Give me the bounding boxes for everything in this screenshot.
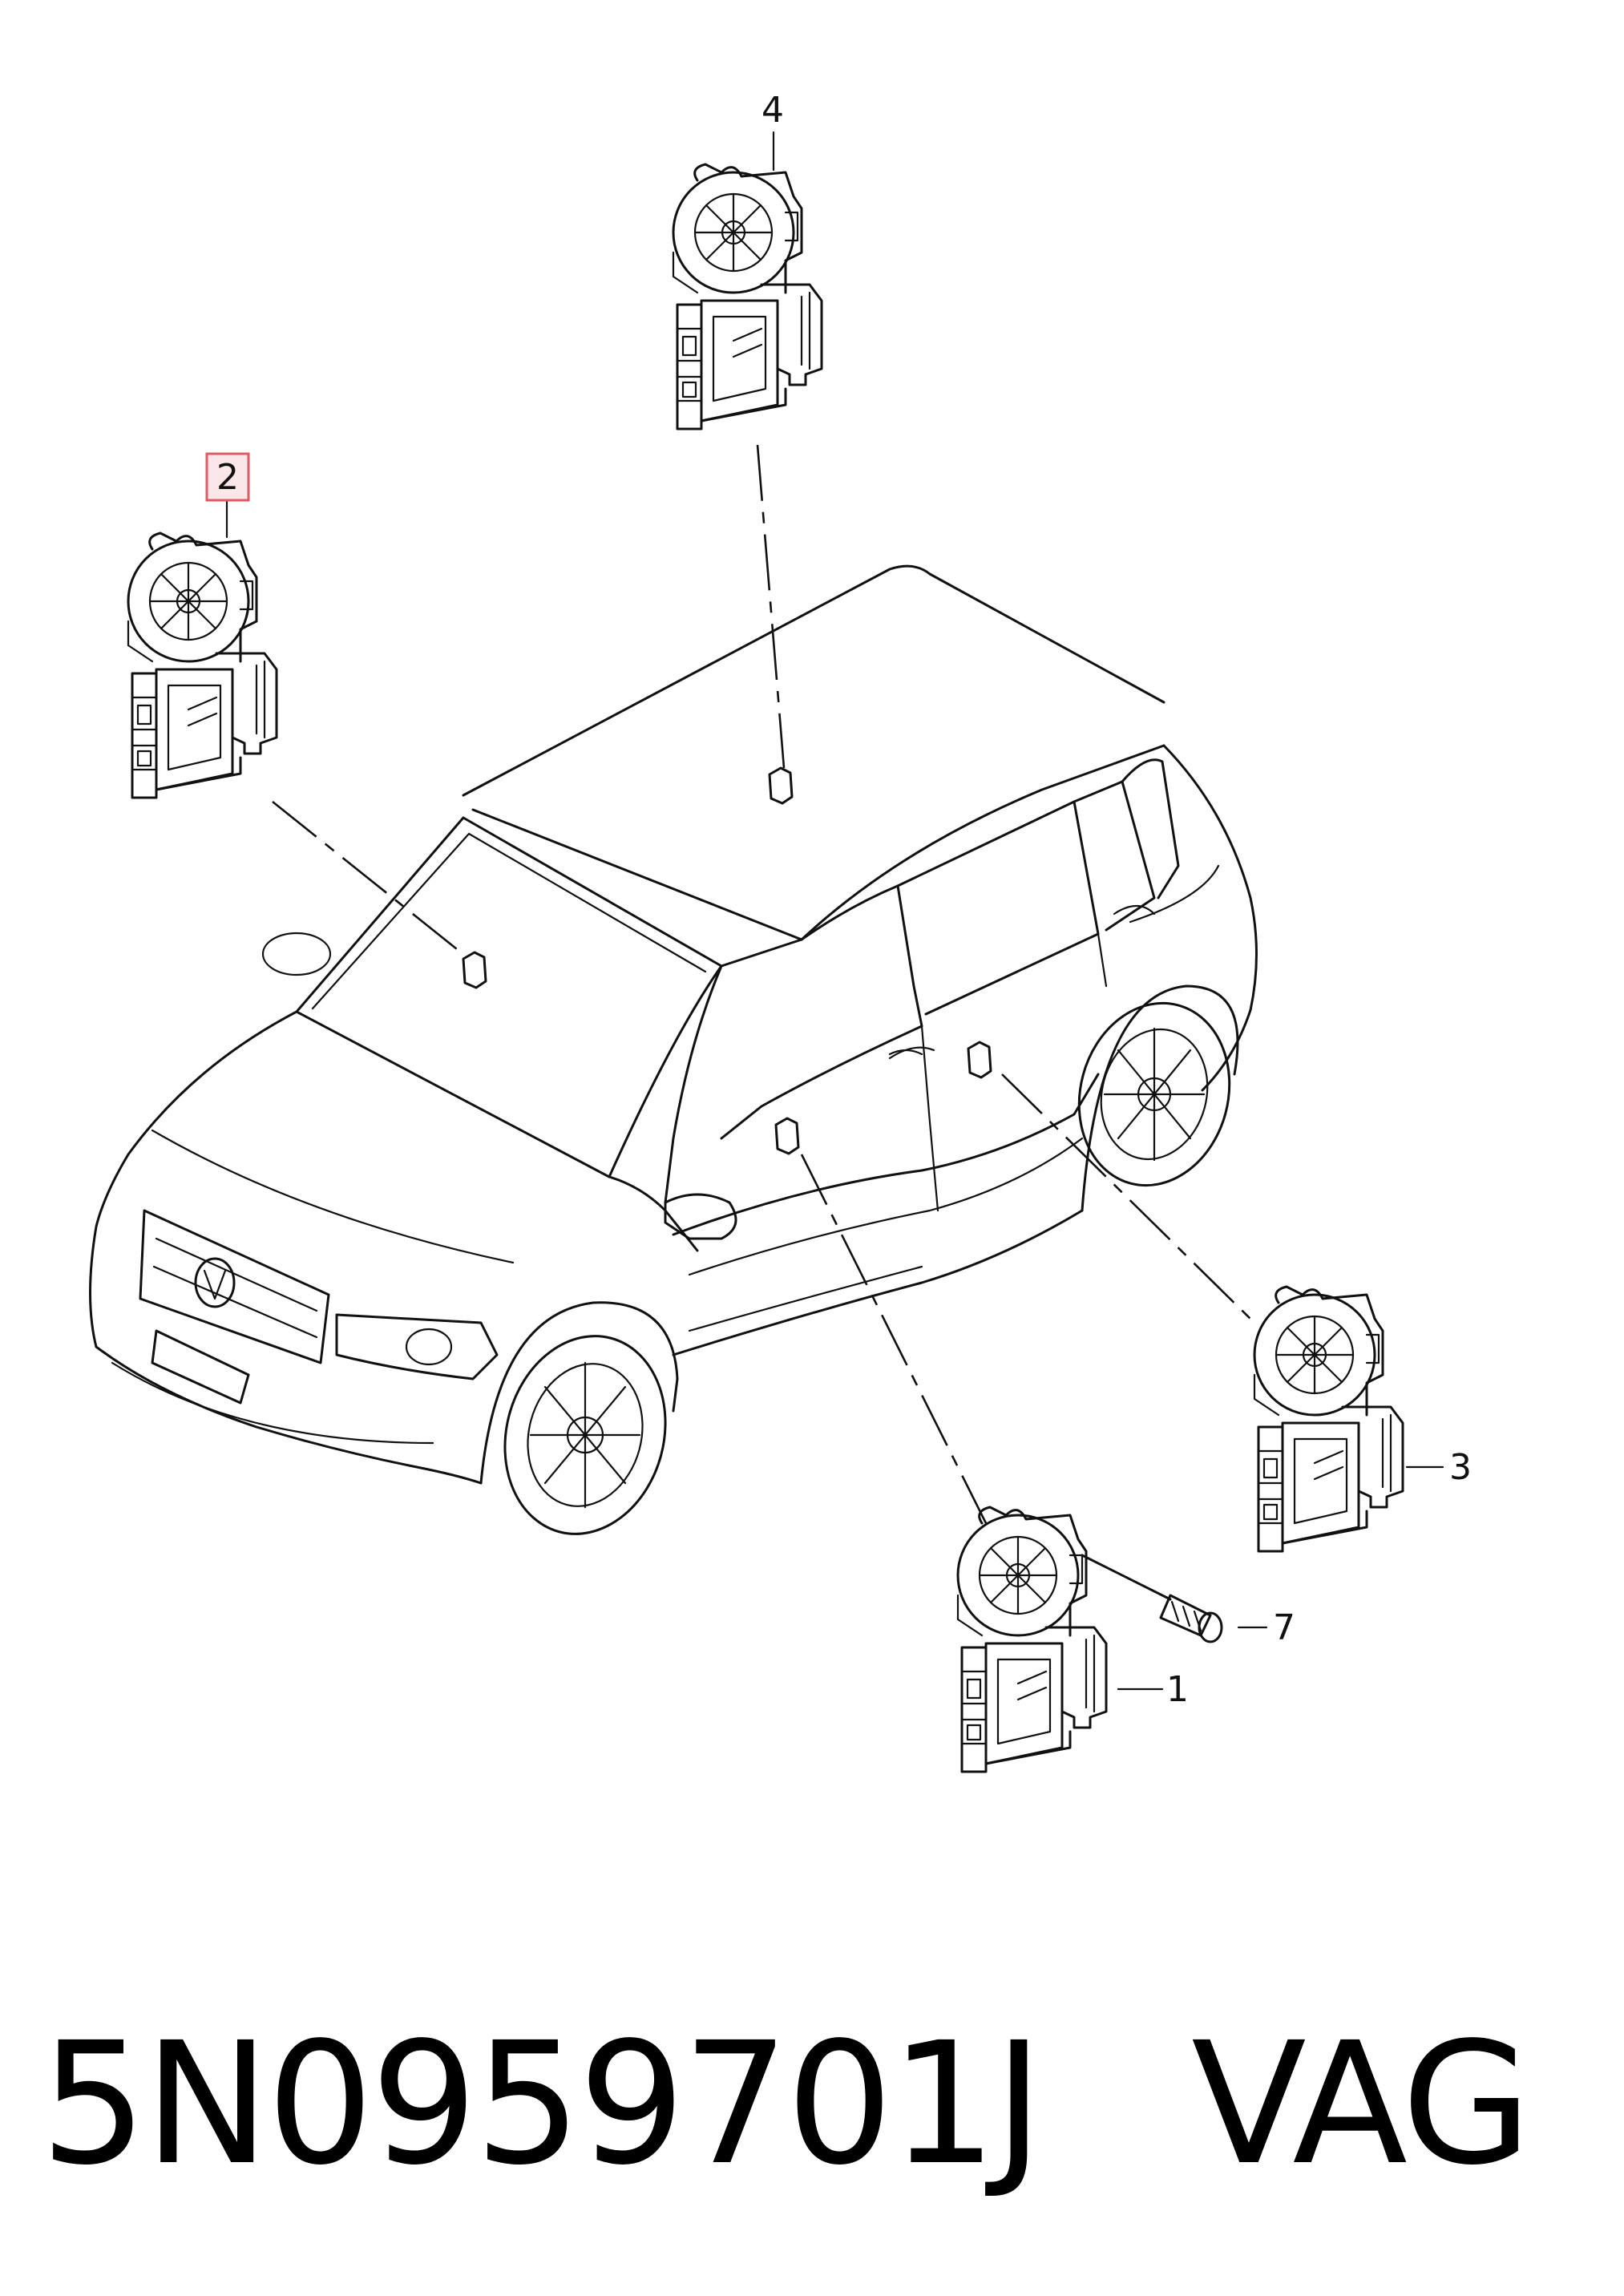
leader-lines	[272, 444, 1255, 1524]
callout-label-2: 2	[216, 457, 239, 498]
callout-label-4: 4	[762, 90, 784, 131]
motor-part-2	[127, 532, 278, 799]
motor-part-1	[956, 1506, 1108, 1773]
callout-leaders	[225, 131, 1444, 1691]
motor-part-3	[1253, 1285, 1404, 1553]
callout-label-3: 3	[1449, 1447, 1472, 1488]
callout-label-1: 1	[1166, 1669, 1189, 1710]
brand-name: VAG	[1191, 2006, 1532, 2202]
part-number: 5N0959701J	[40, 2006, 1044, 2202]
mount-markers	[462, 766, 992, 1155]
callout-2-highlight-box	[205, 452, 250, 502]
screw-part-7	[1081, 1554, 1223, 1643]
footer-caption: 5N0959701J VAG	[40, 2020, 1532, 2189]
callout-label-7: 7	[1273, 1607, 1295, 1648]
motor-part-4	[672, 163, 823, 430]
vehicle-outline	[89, 564, 1258, 1535]
